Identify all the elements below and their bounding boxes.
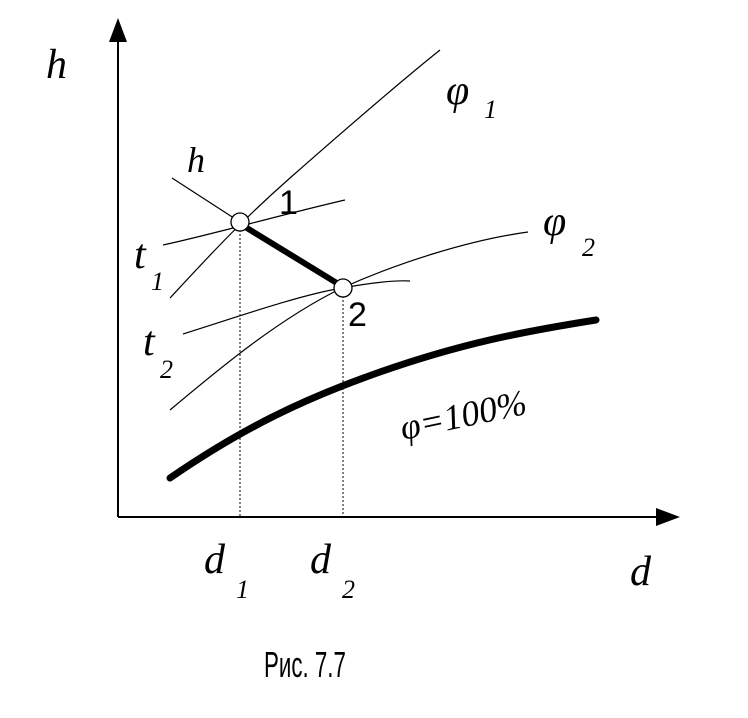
phi1-index: 1 [484,95,497,124]
t2-index: 2 [160,355,173,384]
t2-isotherm [182,280,411,335]
enthalpy-line [171,177,241,223]
t1-isotherm [162,199,346,246]
t2-label: t [143,319,156,365]
d2-label: d [310,537,332,583]
t1-index: 1 [151,267,164,296]
phi1-label: φ [446,68,469,114]
figure-caption: Рис. 7.7 [264,646,346,686]
d1-label: d [204,537,226,583]
x-axis-label: d [630,549,652,595]
y-axis-arrow [109,18,127,42]
process-line [239,222,343,288]
d2-index: 2 [342,575,355,604]
enthalpy-label: h [187,140,205,180]
t1-label: t [134,232,147,278]
y-axis-label: h [46,42,67,88]
state-point-1 [230,212,250,232]
state-point-2 [333,278,353,298]
x-axis-arrow [656,508,680,526]
point-1-label: 1 [279,184,298,222]
saturation-curve [166,316,600,482]
point-2-label: 2 [348,296,367,334]
saturation-label: φ=100% [396,382,530,448]
phi2-label: φ [543,199,566,245]
phi2-index: 2 [582,233,595,262]
phi1-curve [169,49,441,299]
d1-index: 1 [236,575,249,604]
